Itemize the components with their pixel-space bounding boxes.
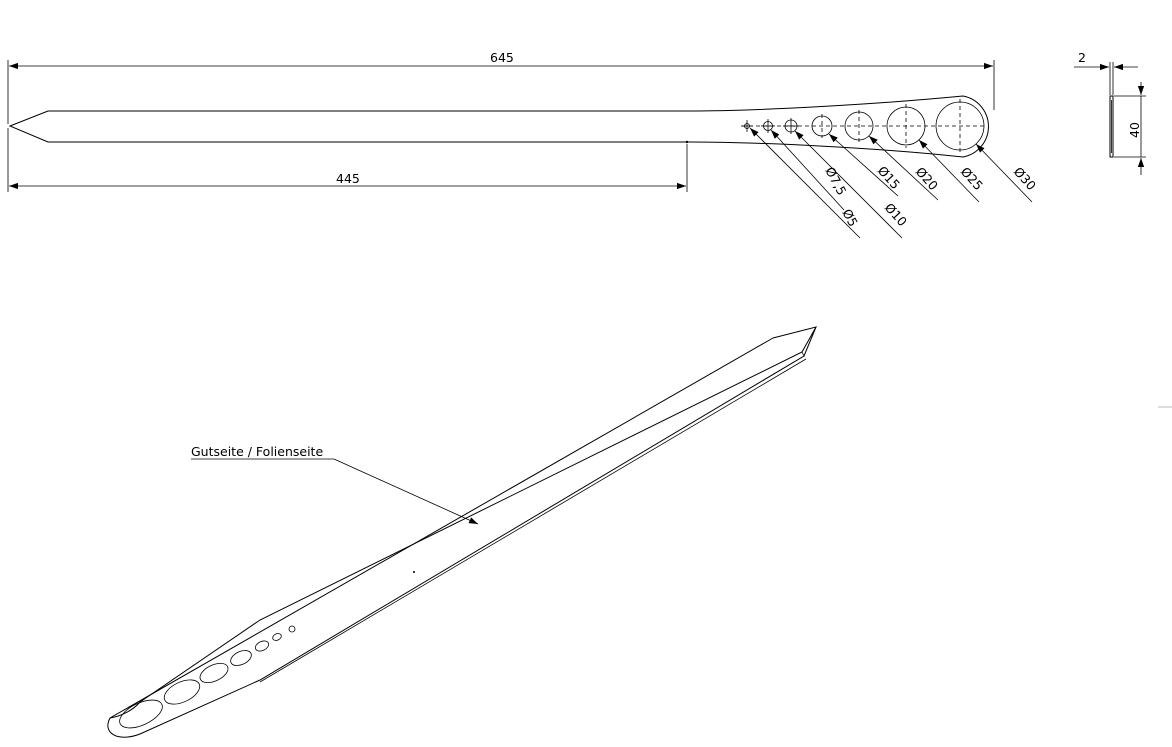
dimension-partial-length-value: 445 [336, 171, 360, 186]
hole-d7-5 [761, 119, 775, 133]
label-d30: Ø30 [1011, 164, 1039, 193]
label-d15: Ø15 [875, 163, 903, 192]
hole-d5 [741, 120, 753, 132]
hole-d20 [844, 110, 874, 142]
leader-d20 [868, 135, 939, 201]
isometric-view: Gutseite / Folienseite [107, 326, 818, 738]
label-d20: Ø20 [913, 164, 941, 193]
iso-hole-d7-5 [272, 633, 282, 641]
callout-arrow [333, 458, 479, 525]
iso-hole-d20 [199, 662, 229, 684]
callout-label: Gutseite / Folienseite [191, 444, 323, 459]
strip-outline [8, 95, 989, 158]
iso-reference-point [413, 571, 415, 573]
label-d25: Ø25 [958, 164, 986, 193]
dimension-thickness-value: 2 [1078, 50, 1086, 65]
label-d5: Ø5 [839, 206, 861, 229]
label-d10: Ø10 [882, 200, 910, 229]
iso-strip-edge [259, 351, 807, 683]
iso-hole-d15 [230, 650, 252, 666]
dimension-total-length: 645 [7, 50, 995, 124]
leader-d5 [749, 127, 861, 239]
front-view: Ø5 Ø7,5 Ø10 Ø15 Ø20 Ø25 Ø30 [8, 95, 1039, 239]
side-profile [1109, 95, 1114, 158]
hole-d30 [935, 99, 985, 153]
leader-d10 [794, 130, 903, 239]
side-view: 2 40 [1074, 50, 1146, 175]
iso-hole-d10 [254, 640, 270, 652]
iso-strip-outline [107, 326, 817, 738]
hole-d15 [811, 114, 833, 138]
reference-point [685, 140, 689, 144]
iso-hole-d25 [163, 679, 201, 705]
leader-d25 [918, 139, 980, 203]
hole-d25 [886, 104, 926, 148]
leader-d30 [975, 143, 1033, 203]
dimension-width-value: 40 [1127, 122, 1142, 138]
dimension-partial-length: 445 [7, 128, 688, 192]
iso-hole-d30 [119, 699, 163, 729]
iso-hole-d5 [288, 625, 296, 633]
label-d7-5: Ø7,5 [822, 164, 849, 197]
iso-strip-top [109, 326, 818, 719]
dimension-total-length-value: 645 [490, 50, 514, 65]
leader-d7-5 [770, 129, 845, 211]
hole-d10 [783, 118, 799, 134]
leader-d15 [828, 133, 899, 197]
